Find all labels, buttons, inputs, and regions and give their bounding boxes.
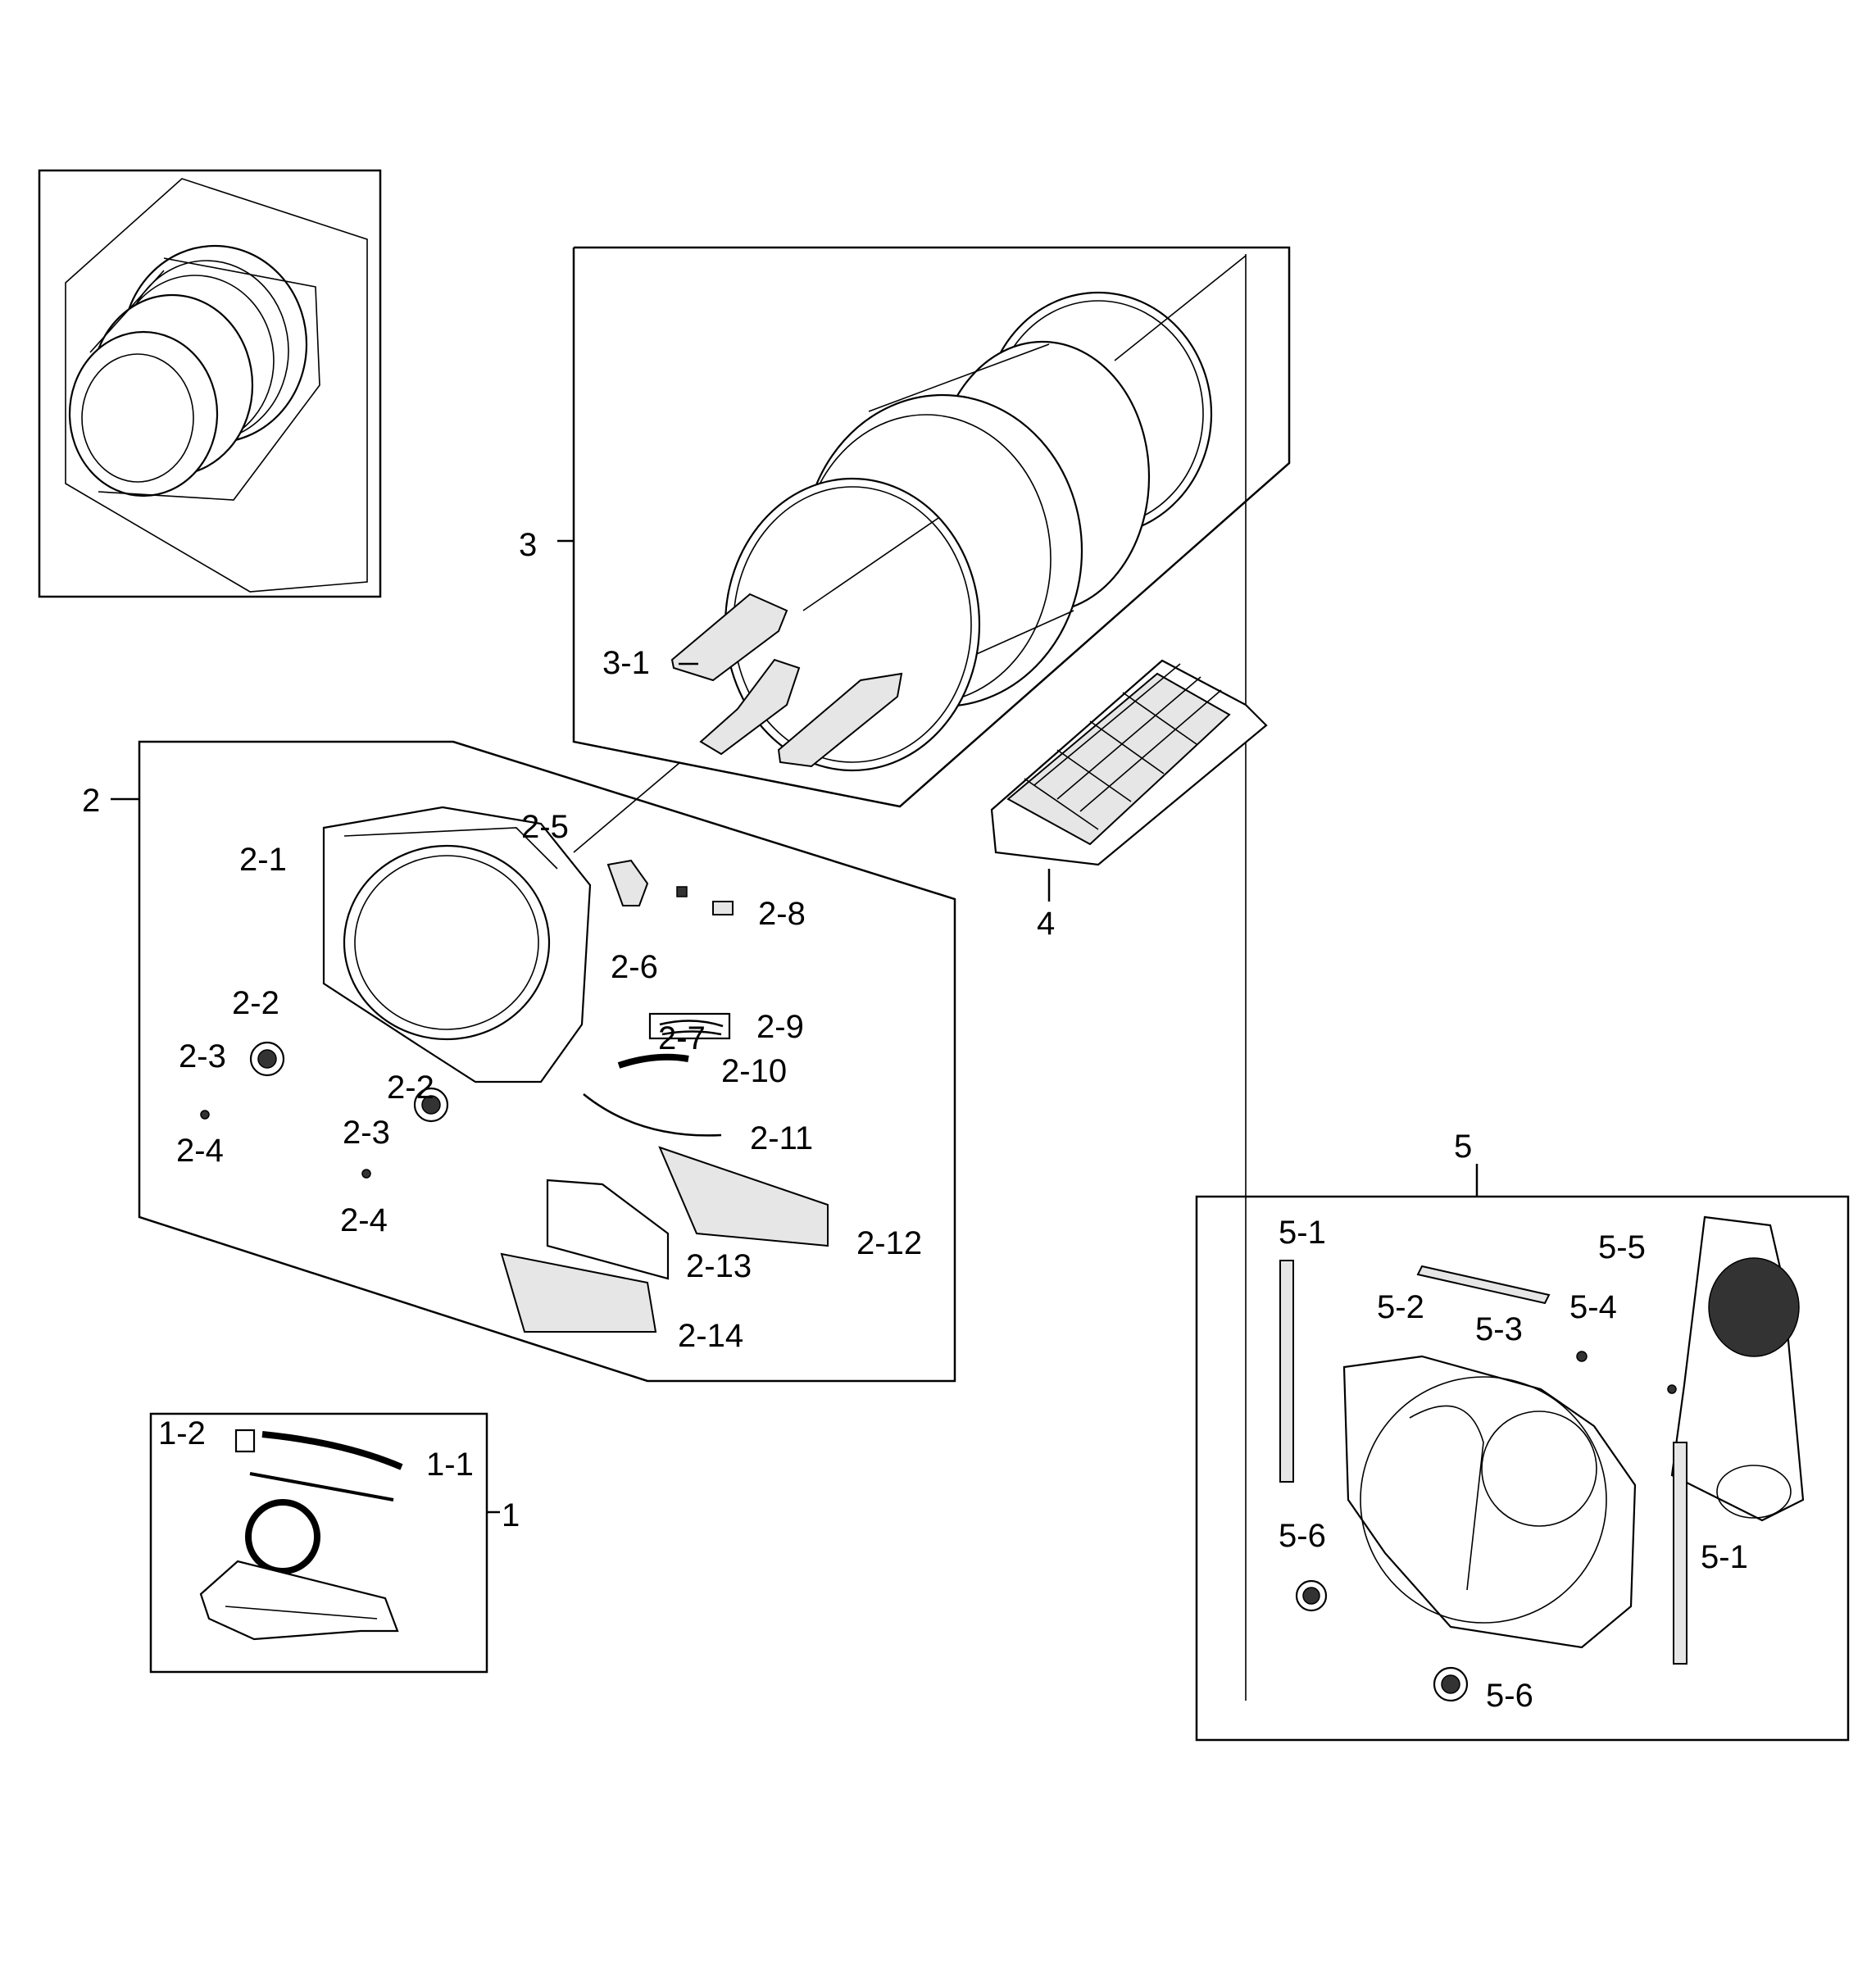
callout-2-6: 2-6 — [611, 949, 658, 985]
assembled-drum-thumbnail — [68, 244, 320, 501]
callout-2-5: 2-5 — [521, 809, 569, 845]
rear-frame-part — [1342, 1355, 1637, 1649]
callout-2-1: 2-1 — [239, 842, 287, 878]
duct-body-part — [199, 1429, 403, 1641]
callout-3: 3 — [519, 527, 537, 563]
roller-assemblies — [200, 1041, 449, 1179]
callout-1-1: 1-1 — [426, 1447, 474, 1483]
callout-2-9: 2-9 — [756, 1009, 804, 1045]
callout-2-8: 2-8 — [758, 896, 806, 932]
callout-2-2-upper: 2-2 — [232, 985, 279, 1021]
callout-2-7: 2-7 — [658, 1020, 706, 1056]
callout-2-11: 2-11 — [750, 1120, 813, 1156]
rear-duct-part — [1670, 1215, 1805, 1522]
callout-5: 5 — [1454, 1129, 1472, 1165]
callout-2-12: 2-12 — [856, 1225, 922, 1261]
lint-filter-part — [990, 659, 1268, 902]
callout-3-1: 3-1 — [602, 645, 650, 681]
callout-2-14: 2-14 — [678, 1318, 743, 1354]
duct-parts — [500, 1146, 829, 1333]
door-switch-part — [606, 859, 649, 906]
group-5-rear-frame-panel — [1195, 1164, 1850, 1742]
callout-2: 2 — [82, 783, 100, 819]
group-1-duct-panel — [149, 1412, 500, 1674]
sensor-part — [676, 886, 734, 915]
callout-4: 4 — [1037, 906, 1055, 942]
assembly-overview-panel — [38, 169, 382, 598]
group-3-drum-panel — [557, 246, 1291, 808]
callout-5-1-left: 5-1 — [1279, 1215, 1326, 1251]
callout-2-13: 2-13 — [686, 1248, 752, 1284]
callout-5-6-left: 5-6 — [1279, 1518, 1326, 1554]
callout-5-1-right: 5-1 — [1701, 1539, 1748, 1575]
callout-2-2-lower: 2-2 — [387, 1070, 434, 1106]
callout-2-4-lower: 2-4 — [340, 1202, 388, 1238]
callout-2-4-upper: 2-4 — [176, 1133, 224, 1169]
group-2-front-frame-panel — [111, 740, 956, 1383]
callout-5-4: 5-4 — [1569, 1289, 1617, 1325]
rear-brackets — [1279, 1260, 1687, 1665]
callout-1-2: 1-2 — [158, 1415, 206, 1451]
callout-2-3-lower: 2-3 — [343, 1115, 390, 1151]
callout-5-5: 5-5 — [1598, 1229, 1646, 1265]
callout-5-3: 5-3 — [1475, 1311, 1523, 1347]
callout-1: 1 — [502, 1497, 520, 1533]
drum-to-frame-leader — [573, 761, 681, 853]
drum-lifters — [670, 593, 903, 768]
callout-2-10: 2-10 — [721, 1053, 787, 1089]
callout-5-2: 5-2 — [1377, 1289, 1424, 1325]
front-frame-part — [322, 806, 592, 1083]
callout-2-3-upper: 2-3 — [179, 1038, 226, 1074]
cable-parts — [583, 1012, 731, 1137]
rear-rollers — [1295, 1351, 1677, 1702]
callout-5-6-right: 5-6 — [1486, 1678, 1533, 1714]
